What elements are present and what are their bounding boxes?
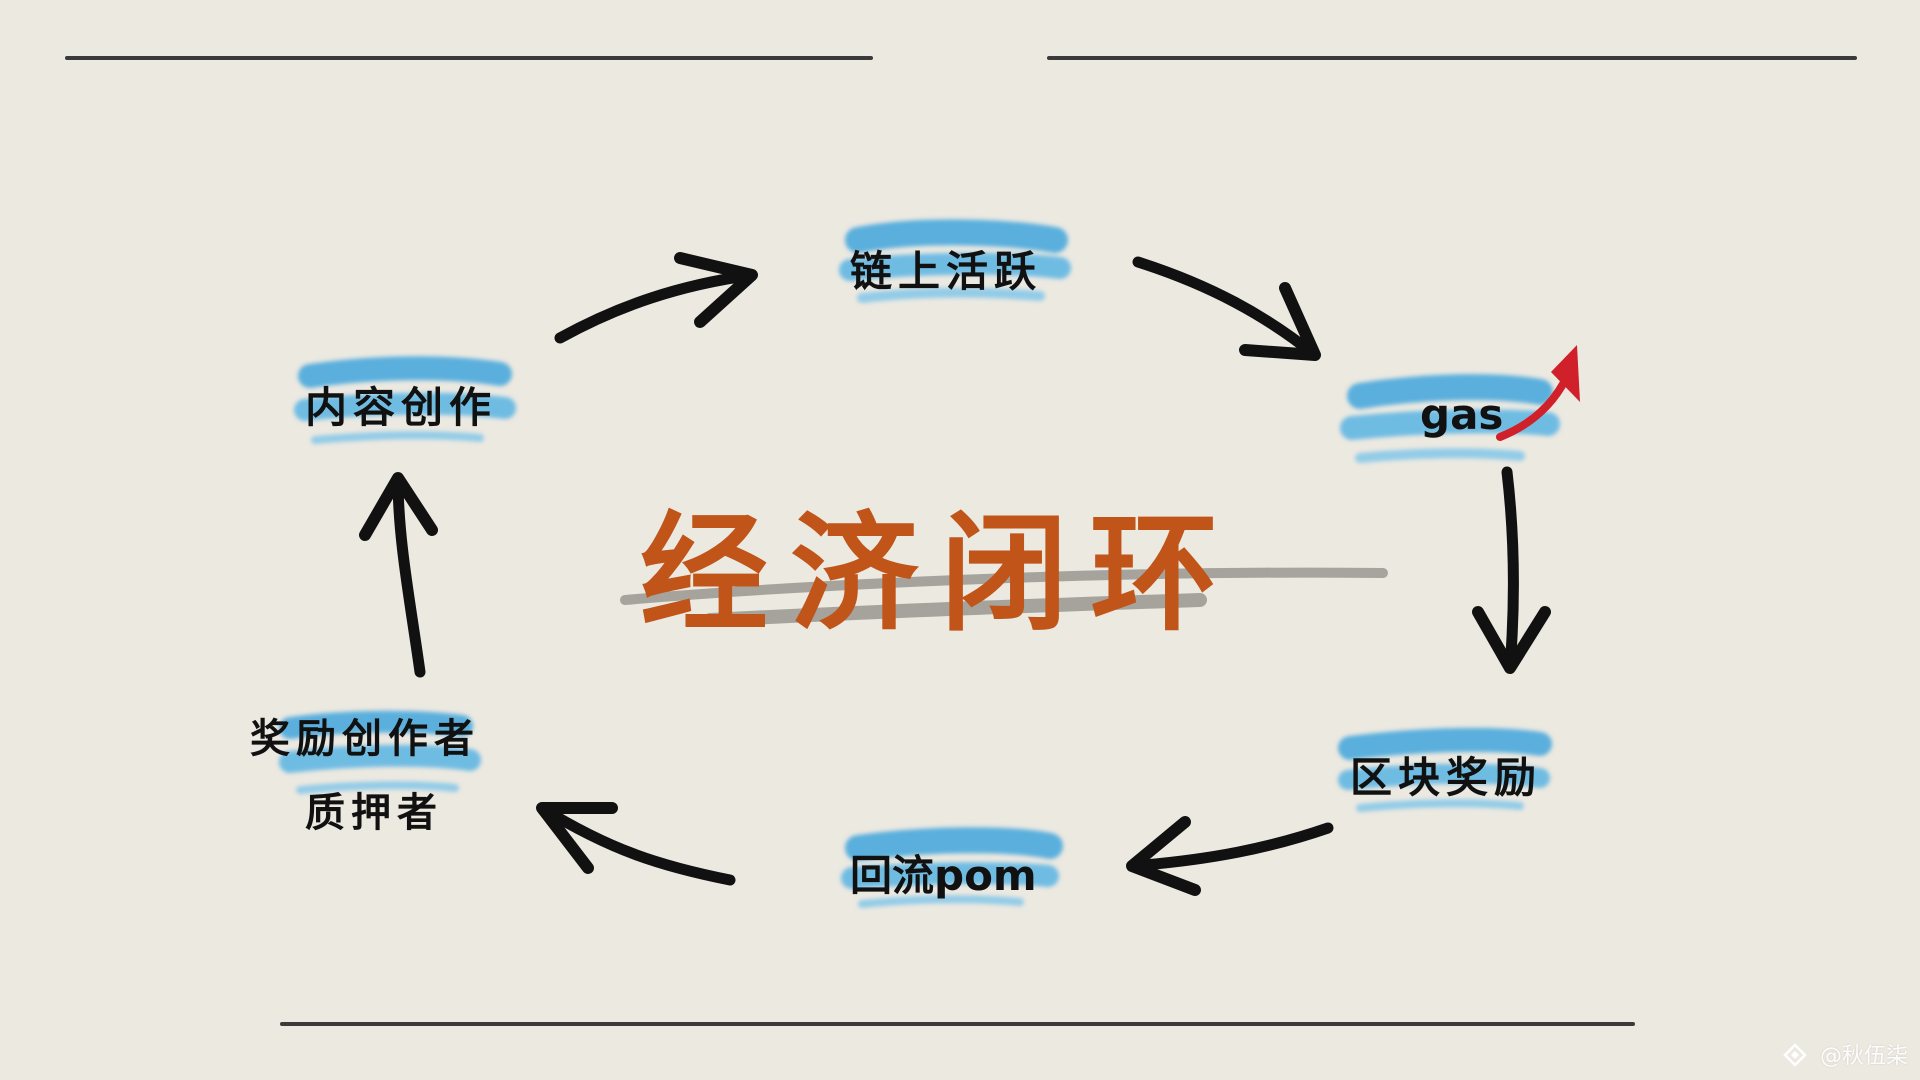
node-reflow-pom-label: 回流pom <box>850 851 1037 900</box>
watermark: @秋伍柒 <box>1819 1044 1908 1069</box>
node-content-creation: 内容创作 <box>305 374 497 435</box>
node-gas: gas <box>1420 390 1503 439</box>
arrow-content-to-onchain <box>554 252 758 344</box>
node-reflow-pom: 回流pom <box>850 842 1037 903</box>
node-reward-stakers-line2: 质押者 <box>305 780 443 838</box>
arrow-block-reward-to-reflow <box>1126 816 1334 896</box>
arrow-onchain-to-gas <box>1132 256 1321 361</box>
brush-content <box>294 356 516 444</box>
arrow-reflow-to-reward <box>536 802 736 886</box>
brush-reward <box>279 710 481 794</box>
diagram-title: 经济闭环 <box>640 500 1241 649</box>
diamond-logo-icon <box>1783 1043 1807 1067</box>
node-content-creation-label: 内容创作 <box>305 383 498 432</box>
brush-reflow <box>841 827 1063 908</box>
top-right-rule <box>1047 56 1857 60</box>
top-left-rule <box>65 56 873 60</box>
node-onchain-activity: 链上活跃 <box>850 238 1042 299</box>
title-underline-brush <box>620 567 1388 627</box>
node-reward-creators-line1: 奖励创作者 <box>250 706 480 764</box>
node-onchain-activity-label: 链上活跃 <box>850 247 1043 296</box>
node-block-reward-label: 区块奖励 <box>1350 753 1543 802</box>
node-block-reward: 区块奖励 <box>1350 744 1542 805</box>
arrow-gas-to-block-reward <box>1472 466 1551 674</box>
brush-block-reward <box>1338 727 1552 812</box>
red-up-arrow-icon <box>1496 345 1580 441</box>
node-reward-stakers-label: 质押者 <box>305 790 443 836</box>
bottom-rule <box>280 1022 1635 1026</box>
node-reward-creators-label: 奖励创作者 <box>250 716 480 762</box>
arrow-reward-to-content <box>359 472 438 678</box>
node-gas-label: gas <box>1420 390 1504 439</box>
brush-onchain <box>839 219 1071 303</box>
